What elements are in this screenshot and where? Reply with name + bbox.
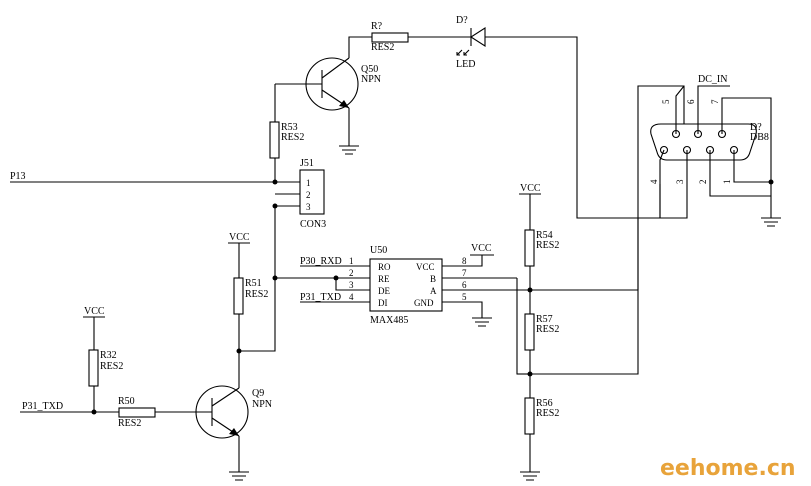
resistor-r50 — [118, 407, 156, 418]
ground-symbol-q9 — [229, 471, 249, 481]
r54-ref: R54 — [536, 230, 553, 241]
vcc-u50-label: VCC — [471, 243, 492, 254]
bias-resistor-chain — [516, 85, 685, 481]
connector-j51 — [299, 169, 325, 215]
r56-ref: R56 — [536, 398, 553, 409]
db8-pin-2: 2 — [698, 180, 708, 185]
vcc-r54-label: VCC — [520, 183, 541, 194]
resistor-r57 — [524, 313, 535, 351]
r32-value: RES2 — [100, 361, 123, 372]
u50-pin-re: RE — [378, 274, 390, 284]
u50-pin-6-num: 6 — [462, 280, 467, 290]
ground-symbol-q50 — [339, 145, 359, 155]
r56-value: RES2 — [536, 408, 559, 419]
vcc-r32-label: VCC — [84, 306, 105, 317]
r57-value: RES2 — [536, 324, 559, 335]
p30-rxd-net-label: P30_RXD — [300, 256, 342, 267]
r53-ref: R53 — [281, 122, 298, 133]
transistor-q50 — [275, 57, 359, 111]
ic-u50 — [300, 254, 638, 327]
u50-pin-a: A — [430, 286, 437, 296]
resistor-r53 — [269, 121, 280, 159]
dc-in-net-label: DC_IN — [698, 74, 727, 85]
transistor-q9 — [155, 385, 249, 439]
connector-db8 — [577, 85, 781, 290]
db8-shell — [650, 123, 757, 161]
r-top-ref: R? — [371, 21, 383, 32]
led-driver-section — [269, 26, 661, 219]
u50-pin-vcc: VCC — [416, 262, 435, 272]
q9-value: NPN — [252, 399, 272, 410]
r51-ref: R51 — [245, 278, 262, 289]
u50-pin-7-num: 7 — [462, 268, 467, 278]
tx-driver-section — [20, 242, 250, 481]
resistor-r54 — [524, 229, 535, 267]
ground-symbol-u50 — [472, 317, 492, 327]
db8-value: DB8 — [750, 132, 769, 143]
db8-pin-7: 7 — [710, 99, 720, 104]
q9-ref: Q9 — [252, 388, 264, 399]
j51-pin-1: 1 — [306, 178, 311, 188]
jumper-section — [10, 169, 370, 352]
db8-pin-6: 6 — [686, 99, 696, 104]
r50-ref: R50 — [118, 396, 135, 407]
u50-pin-4-num: 4 — [349, 292, 354, 302]
u50-pin-5-num: 5 — [462, 292, 467, 302]
u50-pin-ro: RO — [378, 262, 391, 272]
u50-pin-1-num: 1 — [349, 256, 354, 266]
r-top-value: RES2 — [371, 42, 394, 53]
db8-pin-1: 1 — [722, 180, 732, 185]
u50-pin-de: DE — [378, 286, 390, 296]
ground-symbol-db8 — [761, 217, 781, 227]
u50-pin-3-num: 3 — [349, 280, 354, 290]
u50-value: MAX485 — [370, 315, 408, 326]
db8-pin-3: 3 — [675, 179, 685, 184]
p31-txd-top-net-label: P31_TXD — [300, 292, 341, 303]
db8-ref: D? — [750, 122, 762, 133]
led-d-top — [456, 26, 486, 56]
watermark: eehome.cn — [660, 456, 796, 481]
r53-value: RES2 — [281, 132, 304, 143]
u50-pin-di: DI — [378, 298, 388, 308]
led-ref: D? — [456, 15, 468, 26]
u50-pin-2-num: 2 — [349, 268, 354, 278]
db8-pin-5: 5 — [661, 99, 671, 104]
p31-txd-left-net-label: P31_TXD — [22, 401, 63, 412]
j51-ref: J51 — [300, 158, 314, 169]
ground-symbol-r56 — [520, 471, 540, 481]
u50-pin-gnd: GND — [414, 298, 434, 308]
r57-ref: R57 — [536, 314, 553, 325]
max485-body — [369, 258, 443, 312]
r32-ref: R32 — [100, 350, 117, 361]
r51-value: RES2 — [245, 289, 268, 300]
led-value: LED — [456, 59, 475, 70]
vcc-r51-label: VCC — [229, 232, 250, 243]
u50-pin-b: B — [430, 274, 436, 284]
db8-pin-4: 4 — [649, 179, 659, 184]
j51-pin-2: 2 — [306, 190, 311, 200]
resistor-r-top — [371, 32, 409, 43]
p13-net-label: P13 — [10, 171, 26, 182]
resistor-r51 — [233, 277, 244, 315]
u50-pin-8-num: 8 — [462, 256, 467, 266]
r50-value: RES2 — [118, 418, 141, 429]
q50-ref: Q50 — [361, 64, 378, 75]
resistor-r32 — [88, 349, 99, 387]
j51-pin-3: 3 — [306, 202, 311, 212]
q50-value: NPN — [361, 74, 381, 85]
resistor-r56 — [524, 397, 535, 435]
j51-value: CON3 — [300, 219, 326, 230]
u50-ref: U50 — [370, 245, 387, 256]
r54-value: RES2 — [536, 240, 559, 251]
